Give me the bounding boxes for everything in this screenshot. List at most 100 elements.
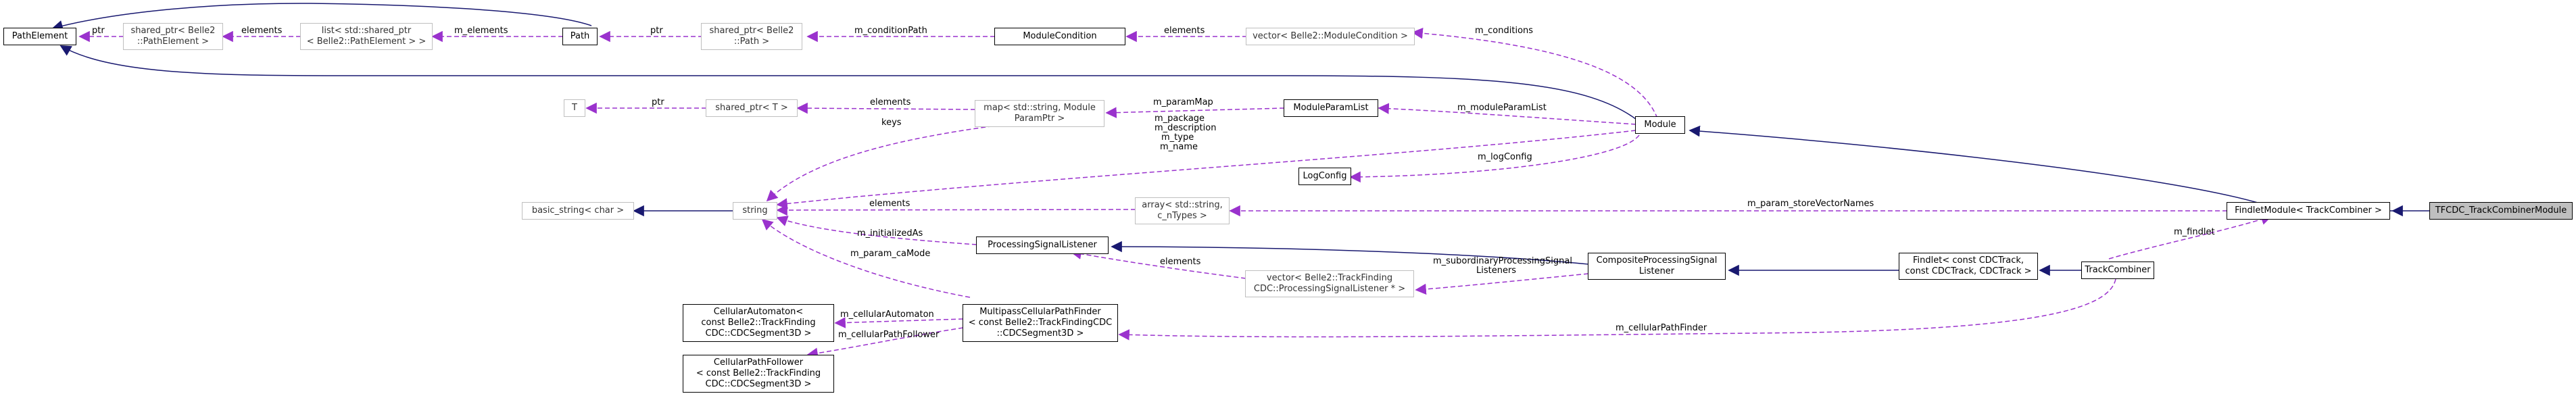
edge-keys xyxy=(766,124,1001,202)
edge-m-moduleparamlist xyxy=(1378,103,1636,125)
edge-m-cellularpathfollower xyxy=(806,327,964,359)
node-label-line-1: shared_ptr< Belle2 xyxy=(130,26,216,36)
node-label: TFCDC_TrackCombinerModule xyxy=(2435,205,2567,216)
node-findlet[interactable]: Findlet< const CDCTrack, const CDCTrack,… xyxy=(1899,253,2038,280)
node-label-line-1: list< std::shared_ptr xyxy=(321,26,412,36)
node-label: ModuleCondition xyxy=(1023,31,1097,41)
edge-module-to-pathelement xyxy=(59,45,1640,122)
node-label: vector< Belle2::ModuleCondition > xyxy=(1253,31,1408,41)
edge-label-ptr-pathelement: ptr xyxy=(92,26,105,36)
edge-label-ptr-t: ptr xyxy=(652,97,664,107)
node-label-line-3: CDC::CDCSegment3D > xyxy=(705,328,812,339)
node-label: T xyxy=(572,103,577,113)
edge-label-m-subordinary-2: Listeners xyxy=(1476,266,1517,276)
edge-label-module-strings-2: m_description xyxy=(1155,123,1217,133)
node-label-line-2: c_nTypes > xyxy=(1157,211,1207,221)
edge-label-ptr-path: ptr xyxy=(650,26,663,36)
edge-label-elements-map: elements xyxy=(870,97,911,107)
node-label: shared_ptr< T > xyxy=(715,103,788,113)
edge-elements-array xyxy=(776,204,1136,216)
node-vector-processing-signal-listener[interactable]: vector< Belle2::TrackFinding CDC::Proces… xyxy=(1245,270,1414,297)
node-label-line-1: map< std::string, Module xyxy=(983,103,1096,113)
node-shared-ptr-t[interactable]: shared_ptr< T > xyxy=(706,99,798,117)
node-label-line-2: ParamPtr > xyxy=(1014,114,1065,124)
node-label: ModuleParamList xyxy=(1293,103,1369,113)
node-array-string[interactable]: array< std::string, c_nTypes > xyxy=(1135,197,1230,224)
edge-label-m-cellularautomaton: m_cellularAutomaton xyxy=(840,309,934,320)
node-processing-signal-listener[interactable]: ProcessingSignalListener xyxy=(976,237,1109,254)
node-t[interactable]: T xyxy=(564,99,585,117)
edge-m-initializedas xyxy=(776,216,977,245)
node-track-combiner[interactable]: TrackCombiner xyxy=(2081,262,2154,279)
edge-label-m-moduleparamlist: m_moduleParamList xyxy=(1457,103,1547,113)
node-path[interactable]: Path xyxy=(562,28,598,45)
node-cellular-automaton[interactable]: CellularAutomaton< const Belle2::TrackFi… xyxy=(683,304,834,342)
node-label-line-2: < Belle2::PathElement > > xyxy=(306,36,427,47)
node-label-line-3: CDC::CDCSegment3D > xyxy=(705,379,812,389)
edge-label-elements-array: elements xyxy=(869,199,910,209)
edge-m-subordinary xyxy=(1415,273,1589,295)
node-label: Path xyxy=(570,31,590,41)
edge-m-conditions xyxy=(1411,28,1658,119)
node-findlet-module[interactable]: FindletModule< TrackCombiner > xyxy=(2227,202,2390,220)
node-label-line-1: Findlet< const CDCTrack, xyxy=(1912,255,2024,266)
edge-findletmodule-to-module xyxy=(1688,125,2258,203)
node-label-line-1: CellularPathFollower xyxy=(713,357,804,368)
edge-label-m-initializedas: m_initializedAs xyxy=(857,228,923,239)
node-string[interactable]: string xyxy=(733,202,777,220)
node-label: PathElement xyxy=(11,31,68,41)
node-label-line-2: ::Path > xyxy=(733,36,770,47)
edge-label-module-strings-4: m_name xyxy=(1160,142,1198,152)
edge-module-strings xyxy=(776,130,1636,209)
node-cellular-path-follower[interactable]: CellularPathFollower < const Belle2::Tra… xyxy=(683,355,834,393)
node-label: FindletModule< TrackCombiner > xyxy=(2235,205,2382,216)
node-multipass-cellular-path-finder[interactable]: MultipassCellularPathFinder < const Bell… xyxy=(963,304,1118,342)
node-module-condition[interactable]: ModuleCondition xyxy=(994,28,1125,45)
node-composite-processing-signal-listener[interactable]: CompositeProcessingSignal Listener xyxy=(1588,253,1726,280)
node-label-line-3: ::CDCSegment3D > xyxy=(996,328,1084,339)
edge-label-m-conditionpath: m_conditionPath xyxy=(854,26,927,36)
edge-m-logconfig xyxy=(1349,134,1640,183)
edge-label-m-cellularpathfollower: m_cellularPathFollower xyxy=(838,330,940,340)
node-label: string xyxy=(742,205,768,216)
node-label-line-1: array< std::string, xyxy=(1142,200,1223,210)
node-label-line-1: shared_ptr< Belle2 xyxy=(709,26,794,36)
node-label-line-1: CellularAutomaton< xyxy=(713,307,804,317)
edge-label-m-elements: m_elements xyxy=(454,26,508,36)
edge-m-cellularpathfinder xyxy=(1118,278,2116,341)
node-map-moduleparamptr[interactable]: map< std::string, Module ParamPtr > xyxy=(975,100,1104,127)
node-tfcdc-trackcombinermodule[interactable]: TFCDC_TrackCombinerModule xyxy=(2429,202,2573,220)
node-label-line-2: CDC::ProcessingSignalListener * > xyxy=(1253,284,1406,294)
edge-label-module-strings-3: m_type xyxy=(1161,132,1194,143)
node-label: LogConfig xyxy=(1303,171,1347,181)
node-path-element[interactable]: PathElement xyxy=(3,28,76,45)
node-label: TrackCombiner xyxy=(2085,265,2151,275)
node-label: ProcessingSignalListener xyxy=(988,240,1097,250)
edge-label-elements-list: elements xyxy=(241,26,283,36)
node-module[interactable]: Module xyxy=(1635,116,1685,134)
node-module-param-list[interactable]: ModuleParamList xyxy=(1284,99,1378,117)
node-label: Module xyxy=(1644,120,1676,130)
node-label-line-2: const Belle2::TrackFinding xyxy=(701,318,816,328)
node-label-line-2: < const Belle2::TrackFinding xyxy=(696,368,821,378)
node-vector-module-condition[interactable]: vector< Belle2::ModuleCondition > xyxy=(1246,28,1415,45)
node-log-config[interactable]: LogConfig xyxy=(1298,168,1351,185)
edge-m-param-camode xyxy=(761,218,971,298)
edge-label-elements-vector-psl: elements xyxy=(1160,257,1201,267)
edge-label-elements-conditions: elements xyxy=(1164,26,1205,36)
node-shared-ptr-pathelement[interactable]: shared_ptr< Belle2 ::PathElement > xyxy=(123,23,223,50)
node-label-line-1: MultipassCellularPathFinder xyxy=(979,307,1101,317)
edge-label-m-param-camode: m_param_caMode xyxy=(850,249,931,259)
node-list-shared-ptr[interactable]: list< std::shared_ptr < Belle2::PathElem… xyxy=(300,23,433,50)
node-shared-ptr-path[interactable]: shared_ptr< Belle2 ::Path > xyxy=(701,23,802,50)
node-label-line-2: < const Belle2::TrackFindingCDC xyxy=(968,318,1113,328)
edge-path-to-pathelement xyxy=(51,3,592,32)
node-basic-string[interactable]: basic_string< char > xyxy=(522,202,634,220)
edge-label-m-conditions: m_conditions xyxy=(1475,26,1534,36)
edge-elements-vector-psl xyxy=(1070,248,1246,279)
edge-label-m-logconfig: m_logConfig xyxy=(1478,152,1532,162)
node-label-line-1: CompositeProcessingSignal xyxy=(1596,255,1718,266)
node-label-line-2: Listener xyxy=(1638,266,1675,276)
